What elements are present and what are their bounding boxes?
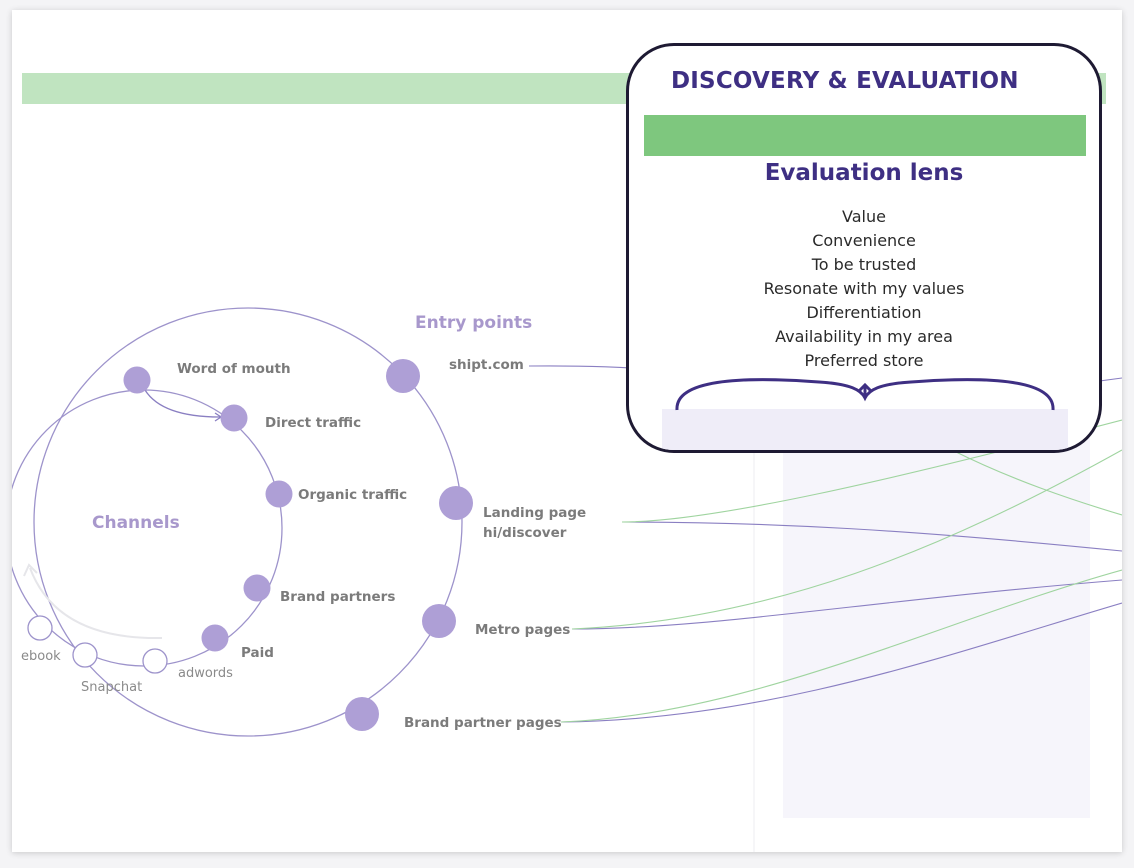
node-organic-traffic[interactable] [265, 480, 293, 508]
connector-landing-1 [621, 521, 1122, 552]
node-direct-traffic[interactable] [220, 404, 248, 432]
label-direct-traffic: Direct traffic [265, 415, 361, 431]
node-facebook[interactable] [27, 615, 53, 641]
lens-item: Preferred store [804, 351, 924, 370]
label-paid: Paid [241, 645, 274, 661]
label-organic-traffic: Organic traffic [298, 487, 407, 503]
label-adwords: adwords [178, 666, 233, 681]
node-adwords[interactable] [142, 648, 168, 674]
referral-arrow [144, 389, 221, 418]
label-snapchat: Snapchat [81, 680, 142, 695]
stage-column [783, 430, 1090, 818]
lens-item: Value [842, 207, 886, 226]
brace-icon [675, 378, 1055, 411]
node-word-of-mouth[interactable] [123, 366, 151, 394]
lens-item: Availability in my area [775, 327, 953, 346]
channels-heading: Channels [92, 513, 180, 533]
label-brand-partners: Brand partners [280, 589, 395, 605]
entry-points-ring [33, 307, 463, 737]
lens-item: Differentiation [806, 303, 922, 322]
cycle-arrowhead [23, 563, 38, 577]
node-landing-page[interactable] [439, 486, 473, 520]
label-landing-page-sub: hi/discover [483, 525, 567, 541]
label-facebook: ebook [21, 649, 61, 664]
connector-metro-1 [571, 579, 1122, 630]
node-brand-partner-pages[interactable] [345, 697, 379, 731]
label-metro-pages: Metro pages [475, 622, 570, 638]
label-landing-page: Landing page [483, 505, 586, 521]
node-shipt-com[interactable] [386, 359, 420, 393]
evaluation-lens-list: Value Convenience To be trusted Resonate… [629, 205, 1099, 373]
lens-item: Resonate with my values [763, 279, 965, 298]
label-brand-partner-pages: Brand partner pages [404, 715, 562, 731]
evaluation-lens-title: Evaluation lens [764, 160, 964, 186]
lens-item: Convenience [812, 231, 916, 250]
connector-brand-2 [560, 569, 1122, 723]
card-title: DISCOVERY & EVALUATION [671, 68, 1019, 94]
discovery-evaluation-card: DISCOVERY & EVALUATION Evaluation lens V… [626, 43, 1102, 453]
connector-cross [951, 449, 1122, 516]
node-brand-partners[interactable] [243, 574, 271, 602]
label-word-of-mouth: Word of mouth [177, 361, 291, 377]
stage-bar [644, 115, 1086, 156]
node-snapchat[interactable] [72, 642, 98, 668]
label-shipt-com: shipt.com [449, 357, 524, 373]
connector-brand-1 [560, 602, 1122, 723]
entry-points-heading: Entry points [415, 313, 532, 333]
node-paid[interactable] [201, 624, 229, 652]
node-metro-pages[interactable] [422, 604, 456, 638]
evaluation-panel [662, 409, 1068, 450]
cycle-arrow [29, 567, 163, 640]
lens-item: To be trusted [811, 255, 917, 274]
